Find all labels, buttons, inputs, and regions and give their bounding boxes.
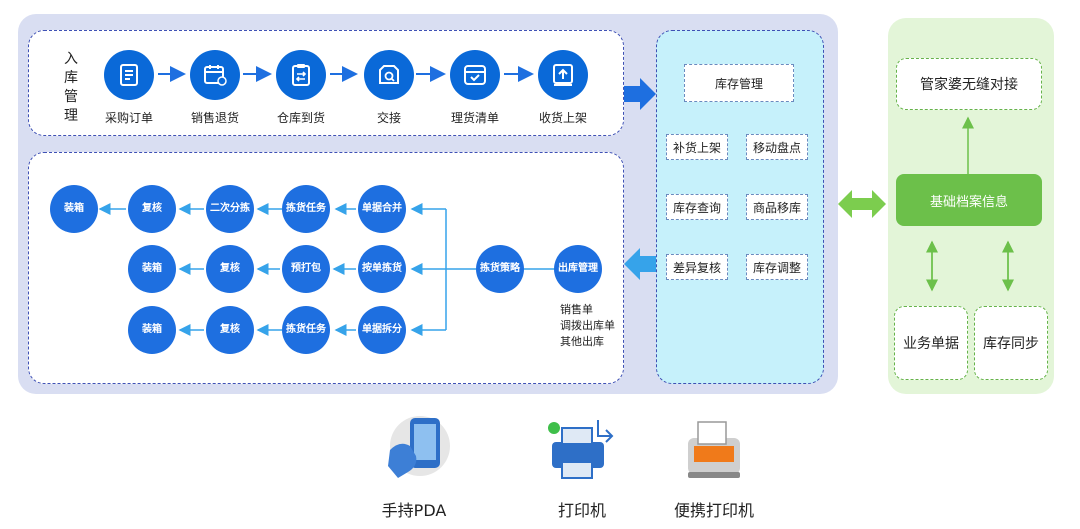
- stock-sync-box: 库存同步: [974, 306, 1048, 380]
- flow-node: 二次分拣: [206, 185, 254, 233]
- checklist-icon: [450, 50, 500, 100]
- portable-printer-icon: [680, 416, 750, 484]
- document-icon: [104, 50, 154, 100]
- flow-node: 拣货任务: [282, 306, 330, 354]
- inventory-item: 差异复核: [666, 254, 728, 280]
- flow-node: 按单拣货: [358, 245, 406, 293]
- flow-node: 复核: [206, 245, 254, 293]
- stock-to-outbound-arrow: [624, 248, 656, 280]
- device-label: 便携打印机: [673, 501, 754, 520]
- outbound-start-node: 出库管理: [554, 245, 602, 293]
- business-docs-box: 业务单据: [894, 306, 968, 380]
- inbound-to-stock-arrow: [624, 78, 656, 110]
- outbound-note: 调拨出库单: [560, 319, 615, 332]
- flow-node: 装箱: [50, 185, 98, 233]
- flow-node: 单据合并: [358, 185, 406, 233]
- step-label: 仓库到货: [276, 111, 325, 125]
- seamless-integration-box: 管家婆无缝对接: [896, 58, 1042, 110]
- calendar-icon: [190, 50, 240, 100]
- flow-node: 预打包: [282, 245, 330, 293]
- inventory-item: 补货上架: [666, 134, 728, 160]
- clipboard-icon: [276, 50, 326, 100]
- printer-icon: [544, 414, 616, 486]
- outbound-arrows: [98, 203, 554, 336]
- pick-strategy-node: 拣货策略: [476, 245, 524, 293]
- inventory-item: 商品移库: [746, 194, 808, 220]
- flow-node: 复核: [128, 185, 176, 233]
- flow-node: 装箱: [128, 245, 176, 293]
- inventory-item: 移动盘点: [746, 134, 808, 160]
- device-label: 打印机: [557, 501, 606, 520]
- sync-double-arrow: [838, 190, 886, 218]
- flow-node: 拣货任务: [282, 185, 330, 233]
- flow-node: 复核: [206, 306, 254, 354]
- step-label: 销售退货: [190, 111, 239, 125]
- inventory-item: 库存调整: [746, 254, 808, 280]
- flow-node: 单据拆分: [358, 306, 406, 354]
- search-box-icon: [364, 50, 414, 100]
- inventory-item: 库存查询: [666, 194, 728, 220]
- outbound-note: 其他出库: [560, 335, 604, 348]
- step-label: 交接: [376, 111, 401, 125]
- upload-icon: [538, 50, 588, 100]
- step-label: 理货清单: [450, 111, 499, 125]
- inbound-title: 入库管理: [64, 51, 78, 124]
- step-label: 采购订单: [104, 111, 153, 125]
- step-label: 收货上架: [538, 111, 587, 125]
- device-label: 手持PDA: [381, 501, 447, 520]
- handheld-pda-icon: [382, 410, 452, 486]
- master-data-box: 基础档案信息: [896, 174, 1042, 226]
- integration-arrows: [926, 116, 1014, 292]
- outbound-note: 销售单: [560, 303, 593, 316]
- inventory-title: 库存管理: [684, 64, 794, 102]
- flow-node: 装箱: [128, 306, 176, 354]
